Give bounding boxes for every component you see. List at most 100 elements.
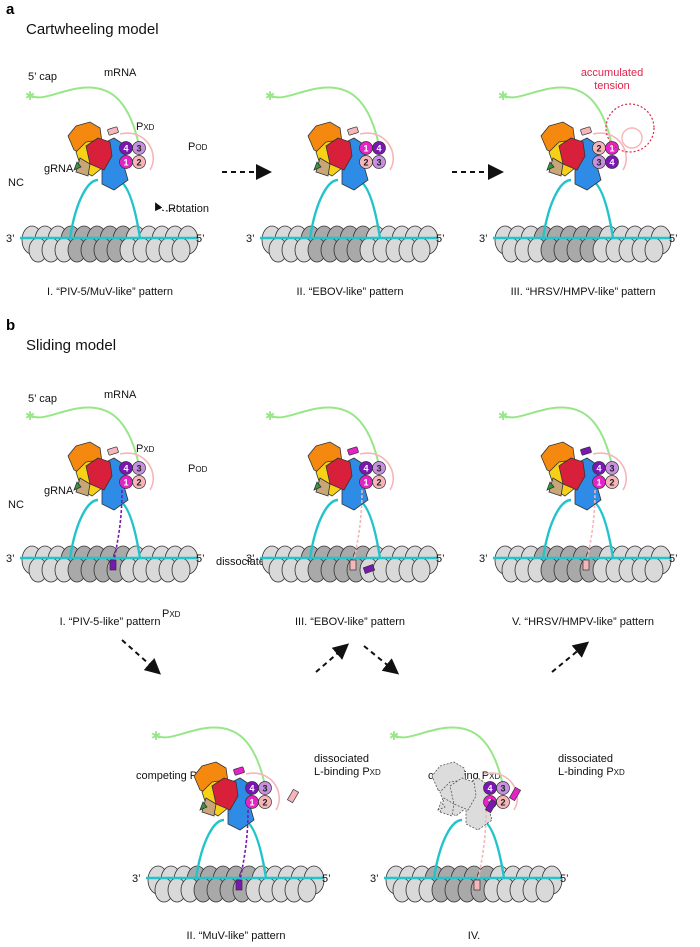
- genome-rna-loop-left: [308, 178, 339, 239]
- p-protomer-number: 1: [123, 158, 128, 168]
- p-protomer-number: 4: [487, 784, 492, 794]
- a-grna-label: gRNA: [44, 163, 74, 175]
- pxd-domain: [580, 126, 592, 136]
- mrna-strand: [395, 726, 505, 791]
- a-rotation-label: Rotation: [168, 203, 209, 215]
- end-3-label: 3’: [479, 553, 488, 565]
- p-tether: [119, 132, 155, 171]
- polymerase-ctd-domain: [73, 481, 82, 491]
- p-oligomer-protomer: [605, 461, 619, 475]
- p-protomer-number: 3: [376, 158, 381, 168]
- a-pxd-label: PXD: [136, 121, 155, 133]
- p-tether: [245, 772, 281, 811]
- a-caption-1: I. “PIV-5/MuV-like” pattern: [47, 286, 173, 298]
- b-caption-5: V. “HRSV/HMPV-like” pattern: [512, 616, 654, 628]
- genome-rna-loop-left: [68, 498, 99, 559]
- polymerase-ctd-domain: [546, 161, 555, 171]
- p-oligomer-protomer: [258, 795, 272, 809]
- p-protomer-number: 4: [376, 144, 381, 154]
- p-protomer-number: 1: [596, 478, 601, 488]
- b-dissociated-l-label-2a: dissociated: [558, 753, 613, 765]
- p-oligomer-protomer: [372, 461, 386, 475]
- p-oligomer-protomer: [372, 141, 386, 155]
- pxd-domain: [107, 446, 119, 456]
- a-tension-label-1: accumulated: [581, 67, 643, 79]
- pxd-domain: [347, 126, 359, 136]
- p-protomer-number: 1: [363, 144, 368, 154]
- end-3-label: 3’: [246, 233, 255, 245]
- panel-b-title: Sliding model: [26, 337, 116, 354]
- polymerase-ctd-domain: [73, 161, 82, 171]
- genome-rna-loop-left: [194, 818, 225, 879]
- mrna-strand: [31, 86, 141, 151]
- arrow-b-1-2: [121, 639, 161, 675]
- p-protomer-number: 1: [249, 798, 254, 808]
- p-protomer-number: 4: [123, 464, 128, 474]
- arrow-b-2-3: [315, 643, 350, 673]
- pxd-domain: [233, 766, 245, 776]
- p-protomer-number: 2: [136, 478, 141, 488]
- p-protomer-number: 2: [376, 478, 381, 488]
- p-protomer-number: 2: [136, 158, 141, 168]
- p-oligomer-protomer: [605, 141, 619, 155]
- p-tether: [592, 452, 628, 491]
- competing-pxd: [484, 798, 498, 814]
- b-pxd-bottom-label: PXD: [162, 608, 181, 620]
- b-pxd-label: PXD: [136, 443, 155, 455]
- dissociated-n-pxd: [362, 564, 376, 574]
- p-tether: [359, 452, 395, 491]
- p-protomer-number: 3: [136, 144, 141, 154]
- p-oligomer-protomer: [372, 155, 386, 169]
- p-protomer-number: 3: [376, 464, 381, 474]
- end-3-label: 3’: [246, 553, 255, 565]
- polymerase-pras-domain: [325, 137, 353, 171]
- polymerase-pras-domain: [85, 137, 113, 171]
- nucleoprotein-bead: [297, 877, 317, 903]
- mrna-cap-star: ✱: [25, 89, 35, 103]
- end-5-label: 5’: [669, 553, 678, 565]
- end-5-label: 5’: [436, 553, 445, 565]
- panel-b-letter: b: [6, 317, 15, 334]
- pxd-domain: [347, 446, 359, 456]
- p-tether: [483, 772, 519, 811]
- a-caption-2: II. “EBOV-like” pattern: [297, 286, 404, 298]
- p-protomer-number: 1: [609, 144, 614, 154]
- p-oligomer-protomer: [605, 475, 619, 489]
- pxd-domain: [107, 126, 119, 136]
- polymerase-ctd-domain: [546, 481, 555, 491]
- mrna-cap-star: ✱: [265, 89, 275, 103]
- mrna-strand: [31, 406, 141, 471]
- b-dissociated-l-label-2b: L-binding PXD: [558, 766, 625, 778]
- b-caption-1: I. “PIV-5-like” pattern: [60, 616, 161, 628]
- genome-rna-loop-left: [68, 178, 99, 239]
- a-tension-label-2: tension: [594, 80, 629, 92]
- b-mrna-label: mRNA: [104, 389, 137, 401]
- pxd-linker-dashed: [477, 809, 487, 881]
- end-5-label: 5’: [196, 553, 205, 565]
- b-dissociated-l-label-1b: L-binding PXD: [314, 766, 381, 778]
- b-dissociated-l-label-1a: dissociated: [314, 753, 369, 765]
- end-3-label: 3’: [370, 873, 379, 885]
- end-5-label: 5’: [436, 233, 445, 245]
- pxd-linker-dashed: [113, 489, 123, 561]
- pxd-domain: [580, 446, 592, 456]
- p-protomer-number: 3: [596, 158, 601, 168]
- b-caption-4: IV.: [468, 930, 480, 942]
- pxd-bound-n: [473, 879, 481, 891]
- polymerase-ctd-domain: [437, 801, 446, 811]
- mrna-strand: [157, 726, 267, 791]
- b-nc-label: NC: [8, 499, 24, 511]
- p-protomer-number: 2: [363, 158, 368, 168]
- b-cap-label: 5’ cap: [28, 393, 57, 405]
- b-caption-2: II. “MuV-like” pattern: [186, 930, 285, 942]
- polymerase-pras-domain: [558, 457, 586, 491]
- pxd-bound-n: [582, 559, 590, 571]
- p-protomer-number: 3: [609, 464, 614, 474]
- arrow-b-4-5: [551, 641, 590, 673]
- nucleoprotein-bead: [171, 237, 191, 263]
